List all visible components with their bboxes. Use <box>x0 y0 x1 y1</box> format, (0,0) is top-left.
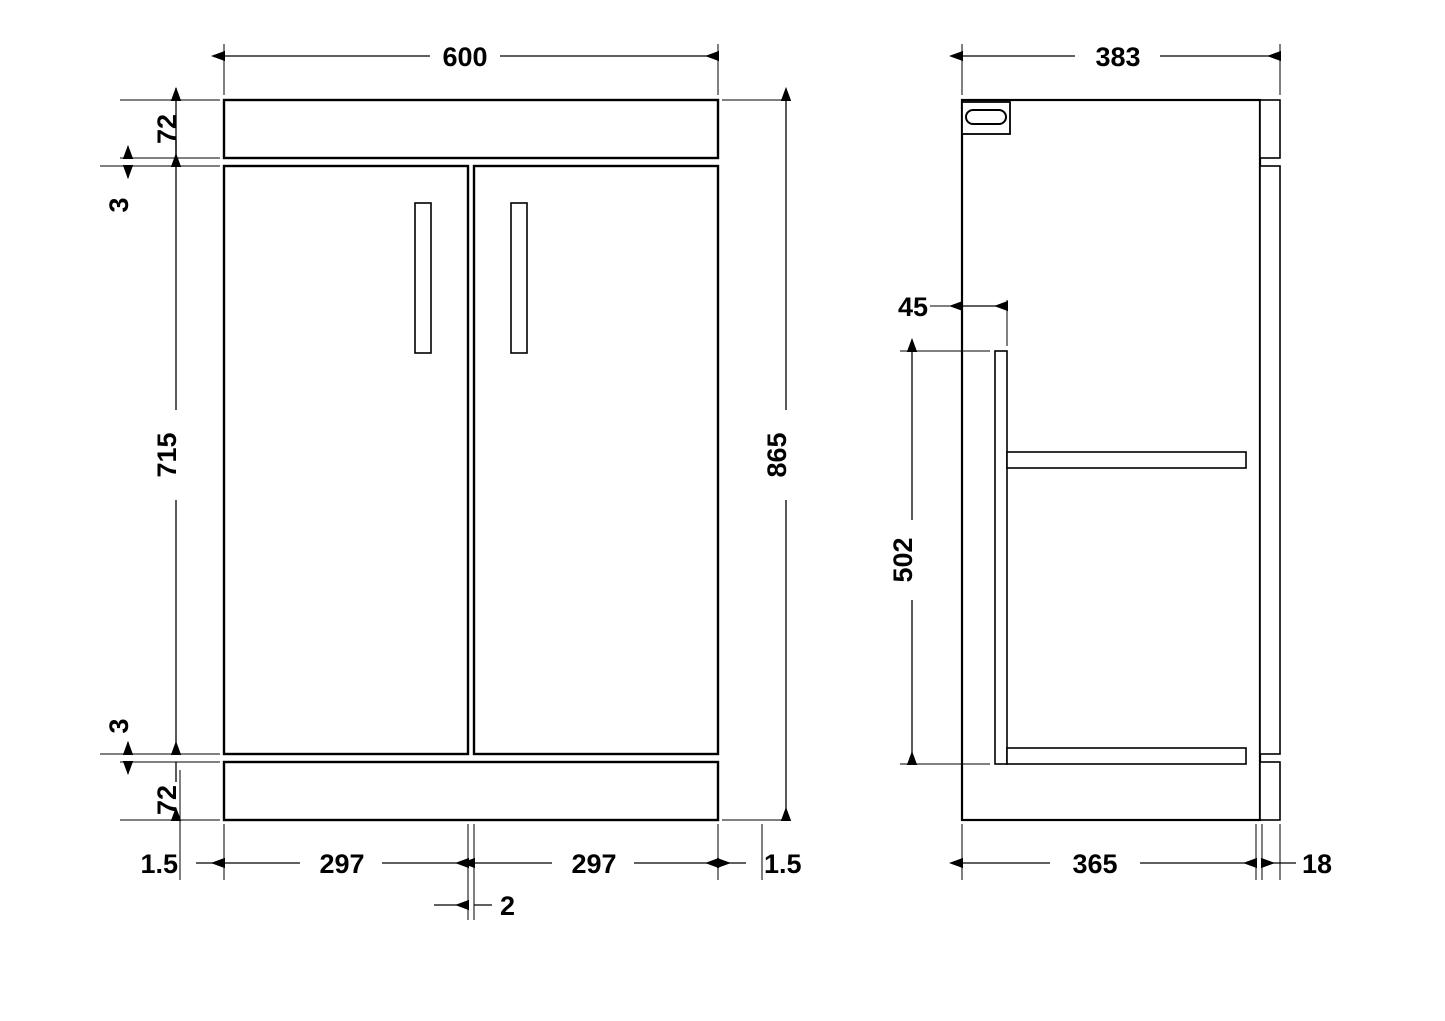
dim-top-panel-height: 72 <box>152 114 182 144</box>
right-door <box>472 164 720 756</box>
dim-gap-bottom: 3 <box>104 718 134 733</box>
dim-door-thickness: 18 <box>1302 849 1332 879</box>
left-door <box>222 164 470 756</box>
side-dimension-lines <box>906 50 1296 869</box>
internal-base-rail <box>1006 747 1247 765</box>
left-door-handle <box>414 202 432 354</box>
dim-door-centre-gap: 2 <box>500 891 515 921</box>
right-door-handle <box>510 202 528 354</box>
door-strip-top <box>1259 99 1281 159</box>
bottom-panel <box>222 760 720 822</box>
dim-right-door-width: 297 <box>571 849 616 879</box>
dim-side-depth: 383 <box>1095 42 1140 72</box>
internal-shelf <box>1006 451 1247 469</box>
front-dimension-lines <box>122 50 792 911</box>
dim-internal-panel-offset: 45 <box>898 292 928 322</box>
dim-internal-panel-height: 502 <box>888 537 918 582</box>
dimension-labels: 600 865 72 3 715 3 72 1.5 297 297 1.5 2 … <box>104 42 1332 921</box>
door-strip-middle <box>1259 165 1281 755</box>
internal-vertical-panel <box>994 350 1008 765</box>
dim-carcass-depth: 365 <box>1072 849 1117 879</box>
dim-left-door-width: 297 <box>319 849 364 879</box>
side-section-view <box>900 44 1296 880</box>
top-panel <box>222 98 720 160</box>
dim-front-height: 865 <box>762 432 792 477</box>
dim-front-width: 600 <box>442 42 487 72</box>
front-extension-lines <box>100 44 790 920</box>
dim-door-height: 715 <box>152 432 182 477</box>
dim-bottom-panel-height: 72 <box>152 785 182 815</box>
dim-gap-top: 3 <box>104 197 134 212</box>
dim-left-offset: 1.5 <box>140 849 178 879</box>
door-strip-bottom <box>1259 761 1281 821</box>
dim-right-offset: 1.5 <box>764 849 802 879</box>
front-elevation-view <box>100 44 792 920</box>
handle-recess <box>961 101 1011 135</box>
